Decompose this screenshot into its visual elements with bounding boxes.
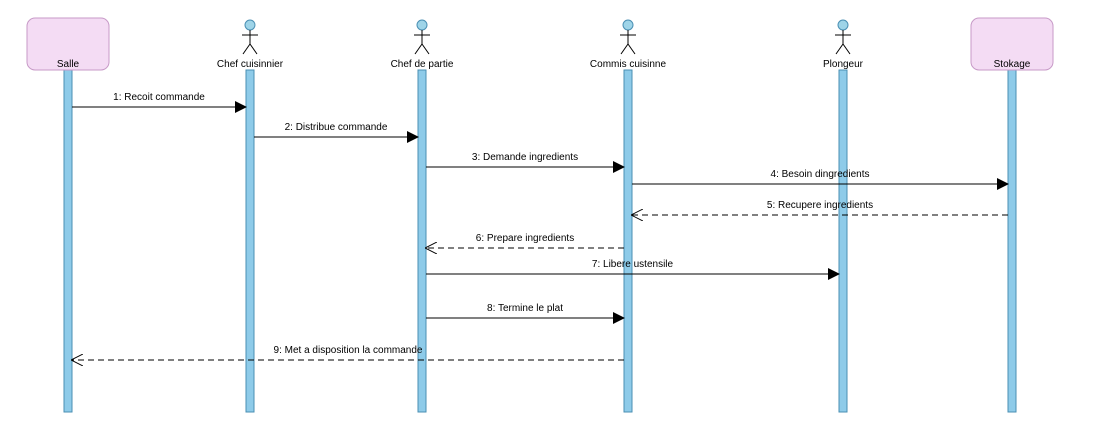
lifeline-plongeur [838, 69, 848, 413]
participant-commis-cuisinne[interactable]: Commis cuisinne [590, 19, 667, 70]
message-7[interactable]: 7: Libere ustensile [426, 259, 840, 280]
message-3[interactable]: 3: Demande ingredients [426, 152, 625, 173]
message-label: 6: Prepare ingredients [476, 233, 574, 244]
participant-label-stokage: Stokage [994, 59, 1031, 70]
participant-stokage[interactable]: Stokage [970, 17, 1054, 71]
participant-label-chef-de-partie: Chef de partie [391, 59, 454, 70]
participant-plongeur[interactable]: Plongeur [823, 19, 864, 70]
message-label: 3: Demande ingredients [472, 152, 578, 163]
actor-icon [242, 19, 258, 55]
lifeline-chef-de-partie [417, 69, 427, 413]
participant-label-plongeur: Plongeur [823, 59, 864, 70]
message-6[interactable]: 6: Prepare ingredients [426, 233, 624, 248]
message-label: 9: Met a disposition la commande [274, 345, 423, 356]
participant-label-salle: Salle [57, 59, 80, 70]
message-label: 1: Recoit commande [113, 92, 205, 103]
lifeline-commis-cuisinne [623, 69, 633, 413]
message-4[interactable]: 4: Besoin dingredients [632, 169, 1009, 190]
lifeline-salle [63, 69, 73, 413]
participant-chef-cuisinier[interactable]: Chef cuisinnier [217, 19, 284, 70]
message-1[interactable]: 1: Recoit commande [72, 92, 247, 113]
actor-icon [620, 19, 636, 55]
message-2[interactable]: 2: Distribue commande [254, 122, 419, 143]
message-label: 7: Libere ustensile [592, 259, 674, 270]
actor-icon [835, 19, 851, 55]
message-label: 5: Recupere ingredients [767, 200, 873, 211]
participant-label-commis-cuisinne: Commis cuisinne [590, 59, 667, 70]
message-label: 2: Distribue commande [285, 122, 388, 133]
message-label: 4: Besoin dingredients [771, 169, 870, 180]
message-label: 8: Termine le plat [487, 303, 563, 314]
participant-salle[interactable]: Salle [26, 17, 110, 71]
participant-chef-de-partie[interactable]: Chef de partie [391, 19, 454, 70]
participant-label-chef-cuisinier: Chef cuisinnier [217, 59, 284, 70]
lifeline-stokage [1007, 69, 1017, 413]
lifeline-chef-cuisinier [245, 69, 255, 413]
participant-box-salle [26, 17, 110, 71]
message-9[interactable]: 9: Met a disposition la commande [72, 345, 624, 360]
message-5[interactable]: 5: Recupere ingredients [632, 200, 1008, 215]
participant-box-stokage [970, 17, 1054, 71]
message-8[interactable]: 8: Termine le plat [426, 303, 625, 324]
actor-icon [414, 19, 430, 55]
